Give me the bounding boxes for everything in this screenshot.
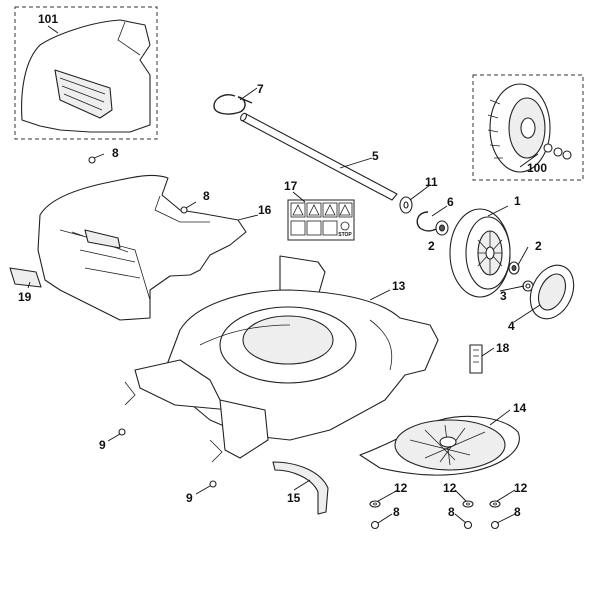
callout-9-a: 9 bbox=[99, 438, 106, 452]
callout-8-a: 8 bbox=[112, 146, 119, 160]
detail-box-100 bbox=[472, 74, 584, 181]
callout-19: 19 bbox=[18, 290, 32, 304]
callout-12-c: 12 bbox=[514, 481, 528, 495]
part-17-warning-label: STOP bbox=[287, 199, 355, 241]
part-9-screw-b bbox=[209, 480, 217, 488]
callout-18: 18 bbox=[496, 341, 510, 355]
callout-8-d: 8 bbox=[448, 505, 455, 519]
callout-11: 11 bbox=[425, 175, 438, 189]
part-1-wheel bbox=[449, 208, 511, 298]
part-7-clip bbox=[213, 94, 253, 115]
callout-101: 101 bbox=[38, 12, 58, 26]
callout-15: 15 bbox=[287, 491, 301, 505]
callout-4: 4 bbox=[508, 319, 515, 333]
callout-8-c: 8 bbox=[393, 505, 400, 519]
callout-12-a: 12 bbox=[394, 481, 408, 495]
callout-16: 16 bbox=[258, 203, 272, 217]
callout-14: 14 bbox=[513, 401, 527, 415]
part-12-washer-c bbox=[489, 500, 501, 508]
part-18-label bbox=[469, 344, 483, 374]
part-11-washer bbox=[399, 196, 413, 214]
part-4-hubcap bbox=[529, 264, 575, 320]
part-2-bushing-lower bbox=[508, 261, 520, 275]
callout-8-e: 8 bbox=[514, 505, 521, 519]
callout-7: 7 bbox=[257, 82, 264, 96]
callout-8-b: 8 bbox=[203, 189, 210, 203]
part-12-washer-a bbox=[369, 500, 381, 508]
label-17-stop-text: STOP bbox=[338, 232, 352, 238]
part-8-screw-a bbox=[88, 153, 105, 164]
part-8-screw-b bbox=[180, 201, 197, 214]
callout-6: 6 bbox=[447, 195, 454, 209]
part-15-strip bbox=[272, 461, 329, 515]
callout-labels: 101 8 7 5 100 17 8 16 11 6 1 2 2 3 4 13 … bbox=[18, 12, 547, 519]
part-16-front-cover bbox=[37, 174, 247, 321]
part-13-mower-deck bbox=[124, 255, 439, 463]
leader-lines bbox=[27, 25, 541, 524]
callout-17: 17 bbox=[284, 179, 298, 193]
callout-9-b: 9 bbox=[186, 491, 193, 505]
callout-5: 5 bbox=[372, 149, 379, 163]
part-3-nut bbox=[522, 280, 534, 292]
callout-100: 100 bbox=[527, 161, 547, 175]
part-19-label bbox=[9, 267, 42, 288]
part-2-bushing-upper bbox=[435, 220, 449, 236]
part-12-washer-b bbox=[462, 500, 474, 508]
callout-13: 13 bbox=[392, 279, 406, 293]
callout-2-b: 2 bbox=[535, 239, 542, 253]
part-5-axle-rod bbox=[240, 112, 398, 201]
part-8-screw-c bbox=[370, 520, 380, 530]
part-9-screw-a bbox=[118, 428, 126, 436]
callout-3: 3 bbox=[500, 289, 507, 303]
callout-1: 1 bbox=[514, 194, 521, 208]
part-14-baffle bbox=[359, 415, 520, 476]
part-8-screw-d bbox=[463, 520, 473, 530]
callout-12-b: 12 bbox=[443, 481, 457, 495]
detail-box-101 bbox=[14, 6, 158, 140]
part-8-screw-e bbox=[490, 520, 500, 530]
callout-2-a: 2 bbox=[428, 239, 435, 253]
